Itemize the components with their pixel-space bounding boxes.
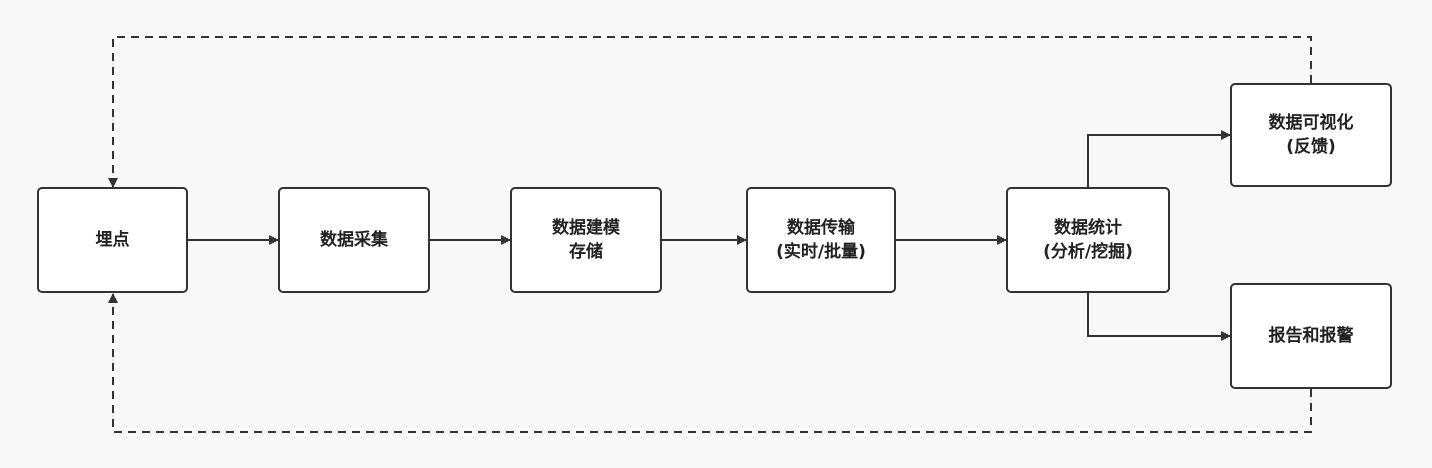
node-statistics-label: 数据统计 [1054,218,1122,238]
node-visualization: 数据可视化 (反馈) [1230,83,1392,187]
node-collection: 数据采集 [278,187,430,293]
arrow-statistics-to-report [1087,293,1231,341]
node-modeling-label: 数据建模 [552,218,620,238]
node-visualization-sublabel: (反馈) [1286,137,1336,157]
node-tracking-label: 埋点 [95,230,130,250]
arrow-statistics-to-visualization [1087,130,1231,187]
node-collection-label: 数据采集 [320,230,388,250]
node-modeling: 数据建模 存储 [510,187,662,293]
feedback-report-to-tracking [108,293,1312,433]
node-statistics: 数据统计 (分析/挖掘) [1006,187,1170,293]
node-transfer: 数据传输 (实时/批量) [746,187,896,293]
node-transfer-label: 数据传输 [787,218,855,238]
node-visualization-label: 数据可视化 [1268,113,1354,133]
node-modeling-sublabel: 存储 [569,242,603,262]
node-report-label: 报告和报警 [1268,326,1354,346]
feedback-visualization-to-tracking [108,36,1312,188]
node-report: 报告和报警 [1230,283,1392,389]
node-statistics-sublabel: (分析/挖掘) [1043,242,1133,262]
node-tracking: 埋点 [37,187,188,293]
node-transfer-sublabel: (实时/批量) [776,242,866,262]
